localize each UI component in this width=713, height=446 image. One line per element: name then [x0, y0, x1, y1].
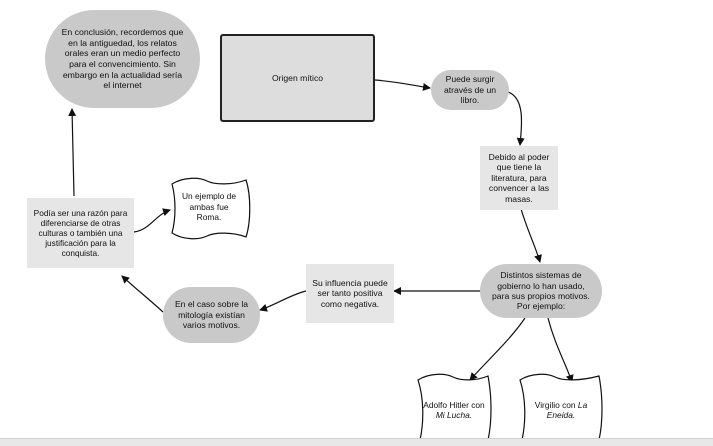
node-power: Debido al poder que tiene la literatura,…: [480, 146, 558, 210]
node-power-text: Debido al poder que tiene la literatura,…: [488, 151, 550, 204]
node-conclusion-text: En conclusión, recordemos que en la anti…: [61, 27, 184, 91]
edge-reason-rome: [133, 208, 171, 233]
edge-influence-mythology: [259, 290, 307, 312]
doc-virgil-book-b: Eneida.: [546, 410, 576, 420]
node-reason-text: Podía ser una razón para diferenciarse d…: [33, 207, 128, 259]
doc-hitler-book: Mi Lucha.: [435, 410, 473, 420]
doc-virgil-book-a: La: [577, 399, 588, 410]
node-reason: Podía ser una razón para diferenciarse d…: [27, 198, 134, 268]
node-mythology-text: En el caso sobre la mitología existían v…: [174, 299, 249, 331]
node-origin-text: Origen mítico: [271, 72, 324, 83]
doc-rome: Un ejemplo de ambas fue Roma.: [176, 184, 242, 230]
node-conclusion: En conclusión, recordemos que en la anti…: [45, 10, 200, 108]
node-books-text: Puede surgir através de un libro.: [443, 74, 497, 106]
bottom-scrollbar[interactable]: [0, 438, 713, 446]
node-governments: Distintos sistemas de gobierno lo han us…: [480, 264, 602, 318]
edge-governments-hitler: [469, 317, 526, 381]
edge-origin-books: [374, 79, 431, 91]
doc-shape-virgil: [519, 373, 603, 441]
doc-virgil-prefix: Virgilio con: [534, 399, 576, 410]
node-mythology: En el caso sobre la mitología existían v…: [163, 287, 260, 343]
node-influence: Su influencia puede ser tanto positiva c…: [306, 264, 394, 323]
doc-hitler-prefix: Adolfo Hitler con: [423, 399, 485, 410]
edge-power-governments: [519, 204, 542, 263]
edge-reason-conclusion: [68, 108, 77, 197]
node-governments-text: Distintos sistemas de gobierno lo han us…: [492, 270, 590, 312]
edge-mythology-reason: [121, 275, 164, 313]
doc-rome-text: Un ejemplo de ambas fue Roma.: [181, 191, 236, 223]
edge-books-power: [507, 91, 525, 146]
doc-shape-rome: [171, 177, 251, 240]
node-influence-text: Su influencia puede ser tanto positiva c…: [312, 277, 388, 309]
edge-governments-virgil: [547, 317, 574, 383]
node-origin: Origen mítico: [220, 34, 375, 122]
doc-shape-hitler: [417, 373, 492, 441]
node-books: Puede surgir através de un libro.: [431, 70, 509, 110]
